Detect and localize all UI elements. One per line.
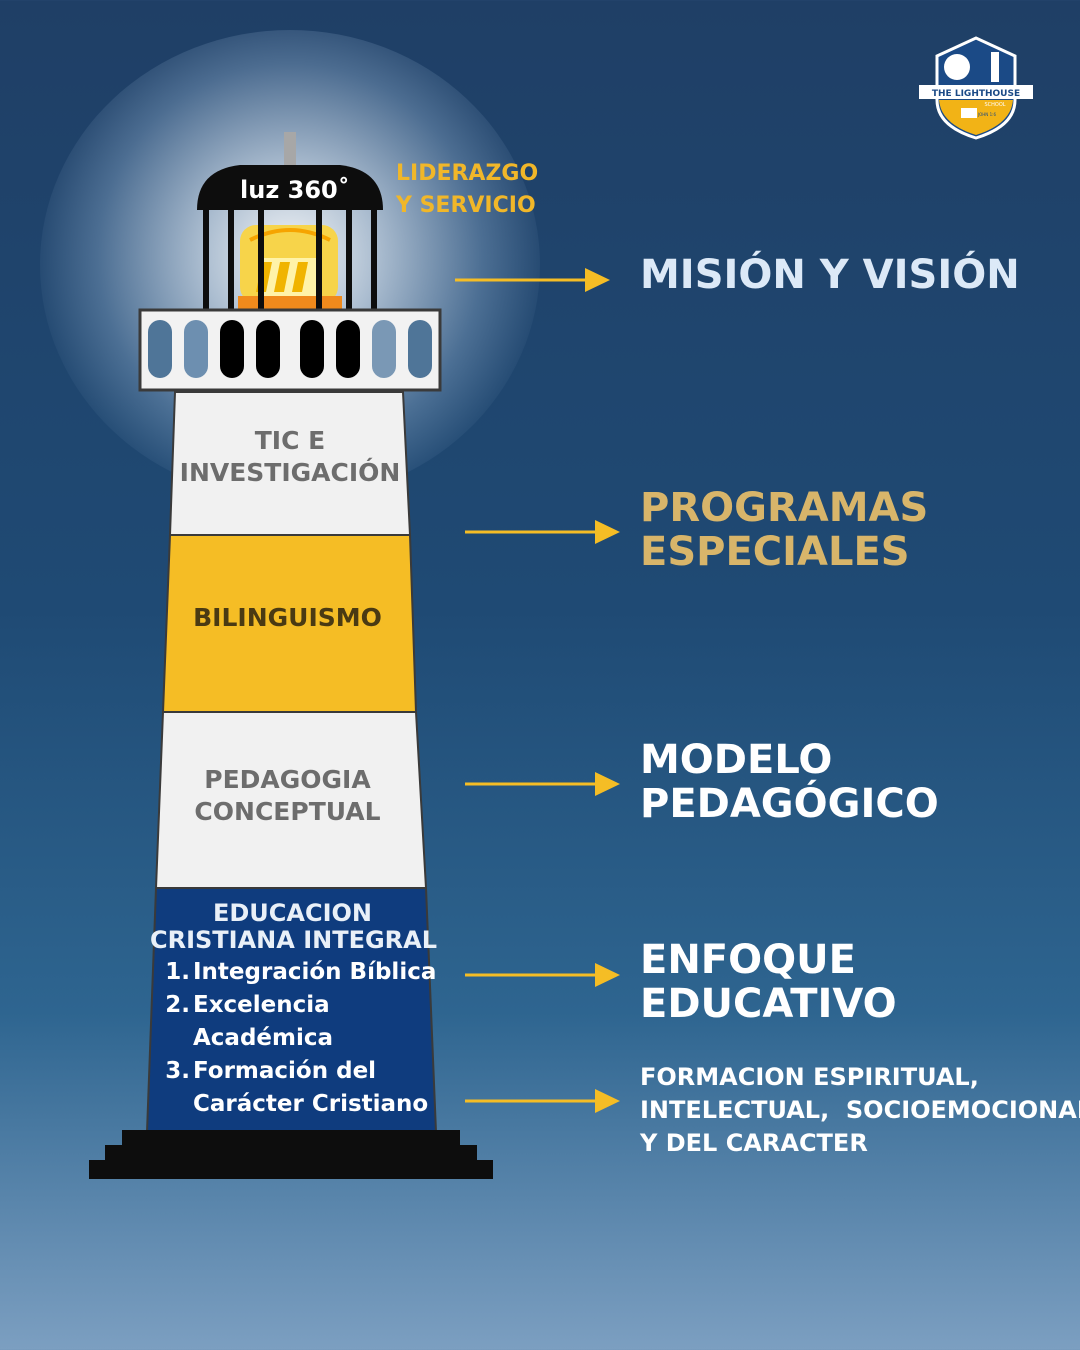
book-icon [961,108,977,118]
label-programas-especiales: PROGRAMAS ESPECIALES [640,485,929,575]
svg-text:SCHOOL: SCHOOL [984,102,1005,108]
label-mision-vision: MISIÓN Y VISIÓN [640,252,1020,298]
lantern-label: luz 360˚ [240,176,350,204]
leadership-label: LIDERAZGO Y SERVICIO [396,161,539,218]
list-item: 2.Excelencia Académica [165,992,334,1051]
list-item: 3.Formación del Carácter Cristiano [165,1058,429,1117]
list-item: 1.Integración Bíblica [165,959,437,985]
band-label-tic: TIC E INVESTIGACIÓN [179,426,401,487]
arrow-4 [465,963,620,987]
lighthouse-icon [991,52,999,82]
arrow-5 [465,1089,620,1113]
arrows [455,268,620,1113]
svg-text:JOHN 1:6: JOHN 1:6 [977,112,996,117]
lighthouse-antenna [284,132,296,170]
svg-text:THE LIGHTHOUSE: THE LIGHTHOUSE [932,89,1020,99]
lighthouse-base [89,1130,493,1179]
lion-icon [944,54,970,80]
band-label-educacion: EDUCACION CRISTIANA INTEGRAL [150,899,438,954]
label-modelo-pedagogico: MODELO PEDAGÓGICO [640,737,939,827]
band-label-pedagogia: PEDAGOGIA CONCEPTUAL [194,765,381,826]
lighthouse-dome [197,165,383,210]
arrow-3 [465,772,620,796]
gallery-windows [148,320,432,378]
band-label-bilinguismo: BILINGUISMO [193,603,382,632]
educacion-pillars-list: 1.Integración Bíblica 2.Excelencia Acadé… [162,956,436,1121]
lantern-lamp [238,225,342,310]
label-formacion: FORMACION ESPIRITUAL, INTELECTUAL, SOCIO… [640,1063,1080,1157]
arrow-1 [455,268,610,292]
arrow-2 [465,520,620,544]
school-logo: THE LIGHTHOUSE SCHOOL JOHN 1:6 [919,36,1033,140]
lantern-bars [203,208,377,312]
label-enfoque-educativo: ENFOQUE EDUCATIVO [640,937,897,1027]
